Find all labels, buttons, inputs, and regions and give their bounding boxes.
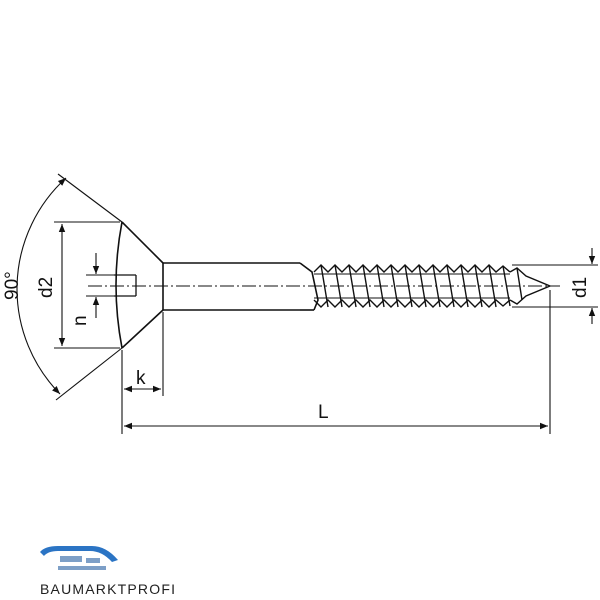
logo-roof-icon — [40, 546, 118, 562]
screw-head — [114, 221, 164, 349]
L-dimension — [124, 290, 551, 434]
angle-dimension — [16, 173, 123, 401]
d1-label: d1 — [570, 277, 591, 298]
d2-label: d2 — [36, 277, 57, 298]
n-dimension — [86, 253, 114, 318]
logo-text: BAUMARKTPROFI — [40, 581, 176, 597]
k-dimension — [121, 312, 164, 434]
d1-dimension — [512, 248, 598, 324]
n-label: n — [70, 315, 91, 326]
L-label: L — [318, 402, 329, 423]
d2-dimension — [54, 221, 120, 349]
angle-label: 90° — [2, 271, 23, 300]
k-label: k — [136, 368, 146, 389]
baumarktprofi-logo: BAUMARKTPROFI — [40, 546, 176, 597]
screw-shank — [163, 262, 319, 311]
